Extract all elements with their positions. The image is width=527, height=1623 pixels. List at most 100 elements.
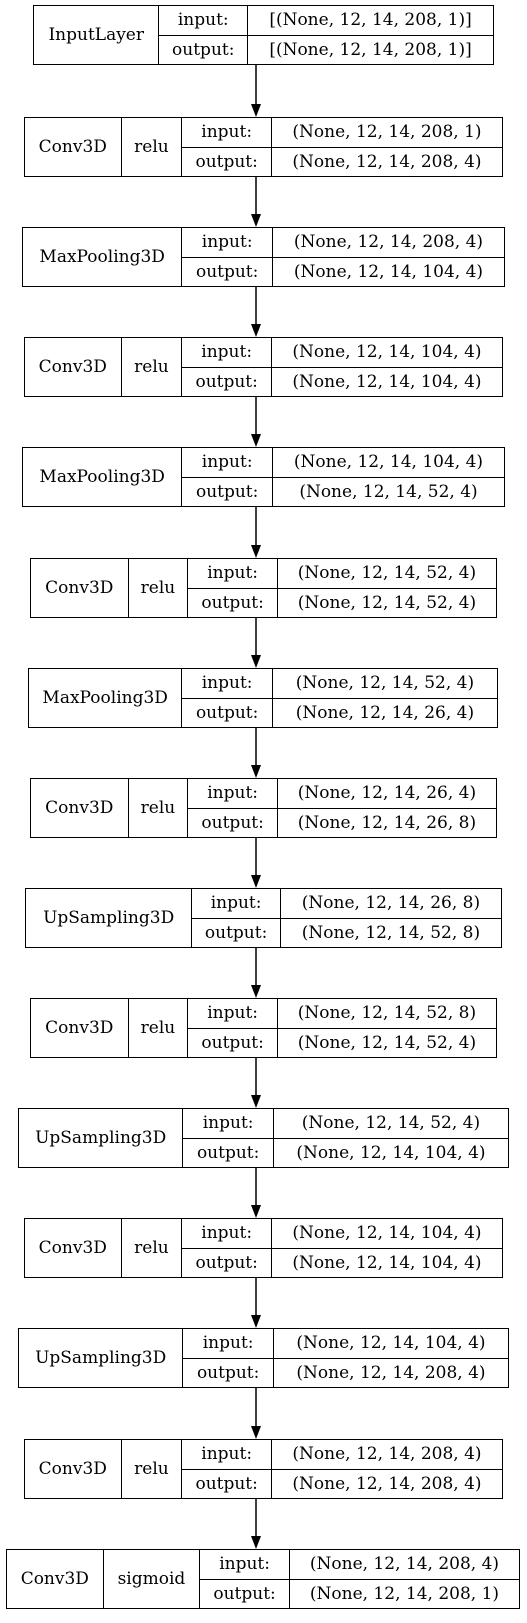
input-shape: (None, 12, 14, 104, 4) — [271, 1219, 502, 1249]
output-shape: (None, 12, 14, 104, 4) — [293, 261, 484, 282]
output-label: output: — [201, 1032, 264, 1053]
layer-type-label: UpSampling3D — [19, 1109, 184, 1167]
arrowhead — [251, 1095, 261, 1108]
io-shapes: (None, 12, 14, 104, 4) (None, 12, 14, 104… — [271, 1219, 502, 1277]
arrowhead — [251, 1536, 261, 1549]
arrowhead — [251, 1426, 261, 1439]
output-shape: (None, 12, 14, 104, 4) — [292, 371, 482, 392]
io-labels: input:output: — [159, 6, 249, 64]
output-label: output: — [195, 702, 259, 723]
layer-activation-label: relu — [129, 559, 189, 617]
arrowhead — [251, 875, 261, 888]
output-shape: (None, 12, 14, 104, 4) — [292, 1252, 482, 1273]
arrowhead — [251, 765, 261, 778]
layer-type-label: Conv3D — [25, 1219, 122, 1277]
io-labels: input:output: — [183, 1329, 274, 1387]
layer-type-label: Conv3D — [31, 999, 129, 1057]
layer-activation-label: relu — [129, 779, 189, 837]
output-label: output: — [195, 1252, 258, 1273]
io-labels: input:output: — [188, 779, 278, 837]
input-label: input: — [188, 999, 277, 1029]
input-shape: (None, 12, 14, 208, 4) — [272, 228, 504, 258]
io-shapes: (None, 12, 14, 208, 4)(None, 12, 14, 208… — [271, 1440, 502, 1498]
arrowhead — [251, 214, 261, 227]
io-labels: input:output: — [182, 338, 272, 396]
input-shape: (None, 12, 14, 52, 8) — [277, 999, 496, 1029]
output-shape: (None, 12, 14, 52, 4) — [297, 592, 477, 613]
input-label: input: — [183, 1109, 273, 1139]
layer-type-label: InputLayer — [34, 6, 160, 64]
output-label: output: — [196, 1362, 260, 1383]
layer-type-label: MaxPooling3D — [23, 448, 183, 506]
input-shape: (None, 12, 14, 208, 4) — [289, 1550, 519, 1580]
input-shape: (None, 12, 14, 52, 4) — [273, 1109, 508, 1139]
io-shapes: (None, 12, 14, 52, 4) (None, 12, 14, 52, … — [277, 559, 496, 617]
io-labels: input:output: — [182, 448, 273, 506]
io-labels: input: output: — [188, 999, 278, 1057]
io-labels: input:output: — [182, 669, 273, 727]
output-label: output: — [195, 261, 259, 282]
output-label: output: — [195, 481, 259, 502]
input-shape: (None, 12, 14, 52, 4) — [277, 559, 496, 589]
io-labels: input: output: — [183, 1109, 274, 1167]
io-shapes: (None, 12, 14, 208, 1)(None, 12, 14, 208… — [271, 118, 502, 176]
output-shape: (None, 12, 14, 104, 4) — [296, 1142, 486, 1163]
layer-activation-label: relu — [122, 338, 183, 396]
layer-type-label: MaxPooling3D — [29, 669, 183, 727]
io-shapes: (None, 12, 14, 104, 4)(None, 12, 14, 208… — [273, 1329, 508, 1387]
output-label: output: — [196, 1142, 260, 1163]
io-labels: input:output: — [182, 1219, 272, 1277]
io-shapes: (None, 12, 14, 52, 4) (None, 12, 14, 104,… — [273, 1109, 508, 1167]
input-shape: (None, 12, 14, 208, 4) — [271, 1440, 502, 1470]
input-shape: (None, 12, 14, 104, 4) — [271, 338, 502, 368]
layer-type-label: Conv3D — [31, 559, 129, 617]
input-shape: (None, 12, 14, 52, 4) — [272, 669, 497, 699]
layer-activation-label: relu — [122, 1219, 183, 1277]
io-shapes: (None, 12, 14, 208, 4) (None, 12, 14, 208… — [289, 1550, 519, 1608]
arrowhead — [251, 434, 261, 447]
arrowhead — [251, 104, 261, 117]
io-shapes: (None, 12, 14, 104, 4) (None, 12, 14, 104… — [271, 338, 502, 396]
output-label: output: — [172, 39, 235, 60]
layer-type-label: UpSampling3D — [26, 889, 193, 947]
layer-type-label: Conv3D — [31, 779, 129, 837]
output-shape: (None, 12, 14, 26, 8) — [297, 812, 477, 833]
input-shape: (None, 12, 14, 26, 4) — [277, 779, 496, 809]
input-label: input: — [188, 559, 277, 589]
io-labels: input:output: — [192, 889, 281, 947]
output-label: output: — [201, 812, 264, 833]
input-shape: (None, 12, 14, 208, 1) — [271, 118, 502, 148]
output-label: output: — [195, 1473, 258, 1494]
arrowhead — [251, 1315, 261, 1328]
input-label: input: — [182, 338, 271, 368]
io-labels: input:output: — [182, 1440, 272, 1498]
arrowhead — [251, 545, 261, 558]
output-shape: (None, 12, 14, 52, 8) — [301, 922, 481, 943]
output-shape: (None, 12, 14, 208, 1) — [309, 1583, 500, 1604]
output-shape: (None, 12, 14, 208, 4) — [296, 1362, 486, 1383]
arrowhead — [251, 1205, 261, 1218]
layer-activation-label: relu — [122, 1440, 183, 1498]
input-label: input: — [182, 228, 272, 258]
output-label: output: — [213, 1583, 276, 1604]
io-labels: input:output: — [200, 1550, 290, 1608]
output-shape: (None, 12, 14, 52, 4) — [299, 481, 478, 502]
output-label: output: — [204, 922, 268, 943]
input-shape: (None, 12, 14, 26, 8) — [280, 889, 501, 919]
input-shape: [(None, 12, 14, 208, 1)] — [248, 6, 493, 36]
layer-type-label: Conv3D — [7, 1550, 104, 1608]
arrowhead — [251, 655, 261, 668]
output-shape: [(None, 12, 14, 208, 1)] — [269, 39, 472, 60]
layer-type-label: Conv3D — [25, 338, 122, 396]
layer-type-label: Conv3D — [25, 1440, 122, 1498]
